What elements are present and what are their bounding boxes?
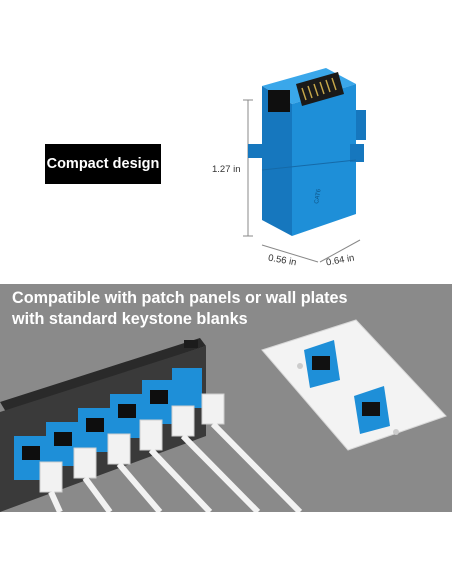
compact-design-badge: Compact design [45,144,161,184]
height-dimension-label: 1.27 in [212,164,241,175]
bottom-whitespace [0,512,452,584]
svg-text:CAT6: CAT6 [314,188,323,204]
banner-text: Compatible with patch panels or wall pla… [12,288,348,330]
banner-line-2: with standard keystone blanks [12,310,248,328]
patch-panel-scene [0,284,452,512]
banner-line-1: Compatible with patch panels or wall pla… [12,289,348,307]
dimension-lines [243,99,361,263]
product-section: Compact design 1.27 in 0.56 in 0.64 in C… [0,0,452,282]
keystone-coupler-image: CAT6 [248,68,366,236]
compatibility-banner: Compatible with patch panels or wall pla… [0,284,452,512]
